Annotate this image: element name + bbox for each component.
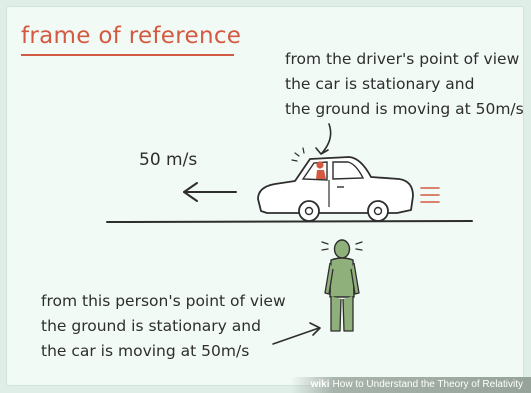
- car-body: [257, 156, 414, 214]
- driver-point-of-view-note: from the driver's point of view the car …: [285, 47, 524, 122]
- diagram-title: frame of reference: [21, 23, 242, 49]
- driver-head: [316, 161, 324, 169]
- person-note-pointer-arrowhead: [309, 322, 321, 336]
- car-rear-window: [332, 161, 365, 180]
- person-left-arm: [324, 262, 334, 295]
- illustration-card: frame of reference from the driver's poi…: [6, 6, 524, 386]
- driver-note-line: the car is stationary and: [285, 75, 475, 93]
- title-underline: [21, 54, 234, 56]
- observer-person: [324, 239, 360, 332]
- person-point-of-view-note: from this person's point of view the gro…: [41, 289, 286, 364]
- car-wheel-rear: [367, 200, 389, 222]
- person-note-line: from this person's point of view: [41, 292, 286, 310]
- person-left-leg: [330, 296, 342, 332]
- car-wheel-front: [298, 200, 320, 222]
- person-note-pointer-arrow: [272, 327, 320, 345]
- driver-body: [316, 170, 326, 179]
- person-note-line: the car is moving at 50m/s: [41, 342, 250, 360]
- driver-note-line: from the driver's point of view: [285, 50, 520, 68]
- car: [257, 156, 414, 222]
- car-speed-lines: [420, 187, 440, 203]
- person-torso: [329, 257, 355, 298]
- car-hubcap-rear: [373, 206, 383, 216]
- person-head: [333, 239, 351, 259]
- driver-note-line: the ground is moving at 50m/s: [285, 100, 524, 118]
- driver-note-pointer-arrow: [321, 123, 332, 154]
- watermark-text: How to Understand the Theory of Relativi…: [332, 379, 523, 390]
- scene-drawing: [106, 123, 473, 345]
- person-note-line: the ground is stationary and: [41, 317, 261, 335]
- ground-line: [106, 220, 473, 223]
- person-right-arm: [350, 262, 360, 295]
- person-right-leg: [342, 296, 354, 332]
- motion-arrowhead-left: [183, 182, 198, 202]
- person-emphasis-marks: [321, 241, 363, 251]
- watermark-brand: wiki: [310, 379, 330, 390]
- driver-emphasis-marks: [291, 147, 305, 162]
- car-hubcap-front: [304, 206, 314, 216]
- speed-label: 50 m/s: [139, 150, 198, 170]
- driver-note-pointer-arrowhead: [315, 147, 329, 155]
